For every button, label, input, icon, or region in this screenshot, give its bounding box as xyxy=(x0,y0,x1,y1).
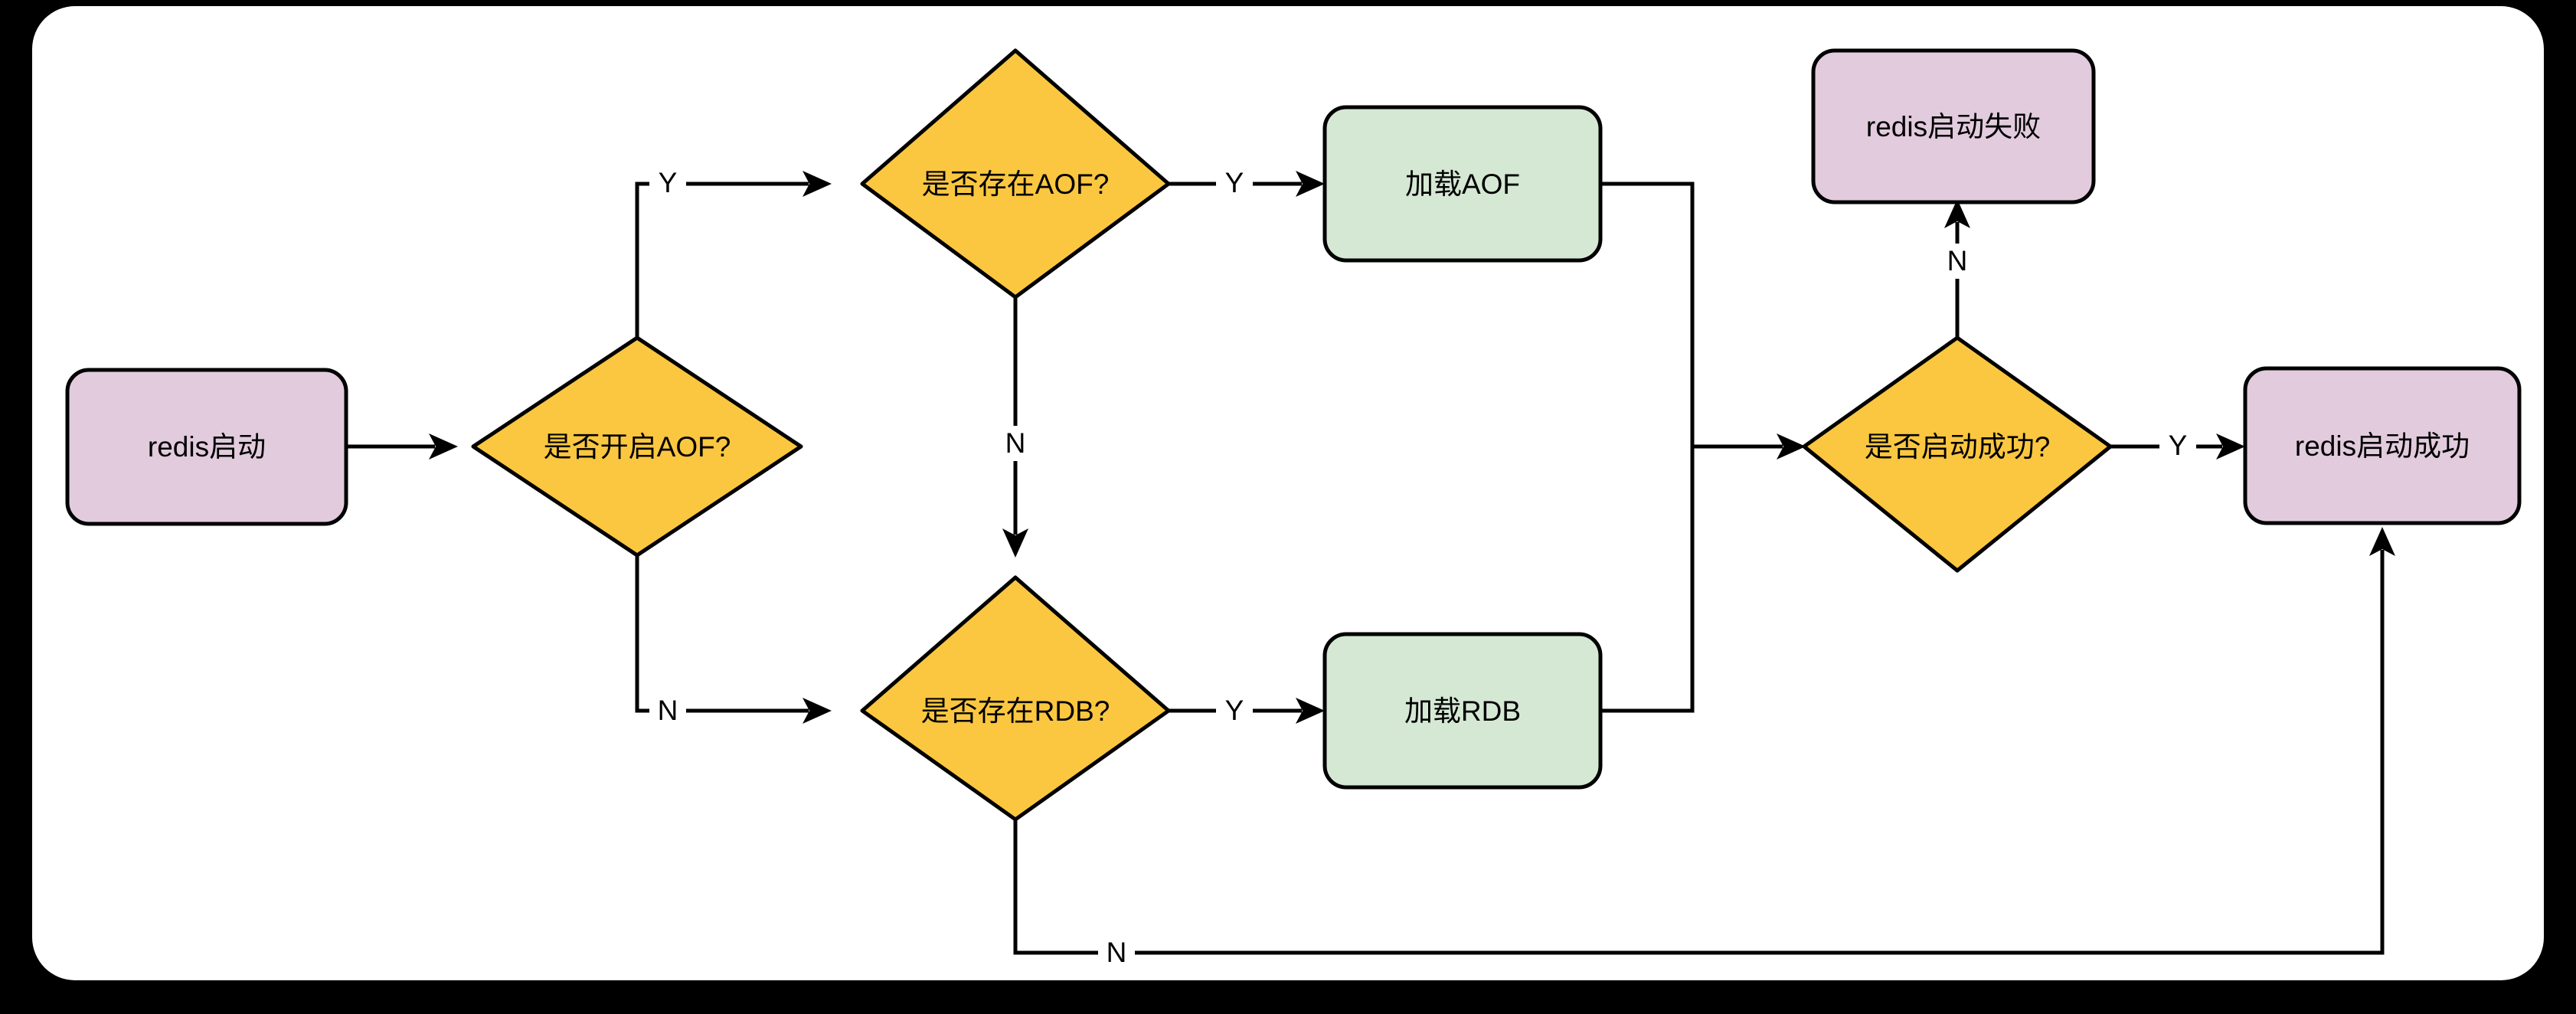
node-aof-enabled-label: 是否开启AOF? xyxy=(544,431,731,463)
node-aof-enabled[interactable]: 是否开启AOF? xyxy=(471,335,803,558)
edge-label-aof-exists-no: N xyxy=(1005,427,1026,459)
arrowhead-icon xyxy=(1002,528,1028,558)
node-load-aof[interactable]: 加载AOF xyxy=(1322,105,1603,263)
label-backdrop xyxy=(1216,692,1253,728)
node-rdb-exists[interactable]: 是否存在RDB? xyxy=(860,575,1171,822)
edge-load-aof-to-start-ok xyxy=(1600,182,1806,460)
node-load-aof-shape[interactable] xyxy=(1322,105,1603,263)
node-aof-exists[interactable]: 是否存在AOF? xyxy=(860,48,1171,299)
edge-load-rdb-to-start-ok xyxy=(1600,446,1695,713)
arrowhead-icon xyxy=(2216,433,2245,460)
edge-label-aof-exists-yes: Y xyxy=(1225,167,1244,198)
node-aof-exists-shape[interactable] xyxy=(860,48,1171,299)
node-start-label: redis启动 xyxy=(148,431,266,463)
edge-label-rdb-exists-no: N xyxy=(1107,937,1127,968)
node-start-ok-label: 是否启动成功? xyxy=(1865,431,2051,463)
arrowhead-icon xyxy=(429,433,458,460)
label-backdrop xyxy=(997,426,1034,461)
edge-label-start-ok-no: N xyxy=(1947,245,1968,276)
edge-aof-exists-yes: Y xyxy=(1169,165,1325,201)
node-fail[interactable]: redis启动失败 xyxy=(1811,48,2096,204)
edge-label-aof-enabled-yes: Y xyxy=(659,167,678,198)
edge-start-to-aof-enabled xyxy=(346,433,458,460)
arrowhead-icon xyxy=(1296,698,1325,724)
node-start[interactable]: redis启动 xyxy=(65,368,348,526)
arrowhead-icon xyxy=(803,698,832,724)
node-load-rdb-label: 加载RDB xyxy=(1404,695,1521,727)
node-aof-exists-label: 是否存在AOF? xyxy=(922,168,1110,200)
node-success-shape[interactable] xyxy=(2243,366,2522,525)
edge-label-aof-enabled-no: N xyxy=(658,695,678,726)
arrowhead-icon xyxy=(1944,199,1970,228)
edge-start-ok-no: N xyxy=(1939,199,1976,338)
node-success-label: redis启动成功 xyxy=(2295,430,2470,462)
edge-label-rdb-exists-yes: Y xyxy=(1225,695,1244,726)
edge-start-ok-yes: Y xyxy=(2110,428,2245,463)
label-backdrop xyxy=(649,692,686,728)
node-load-rdb[interactable]: 加载RDB xyxy=(1322,632,1603,790)
node-fail-label: redis启动失败 xyxy=(1866,111,2041,142)
node-success[interactable]: redis启动成功 xyxy=(2243,366,2522,525)
label-backdrop xyxy=(1939,244,1976,279)
node-rdb-exists-label: 是否存在RDB? xyxy=(921,695,1110,727)
label-backdrop xyxy=(2159,428,2196,463)
edge-rdb-exists-yes: Y xyxy=(1169,692,1325,728)
diagram-canvas: Y N Y N xyxy=(32,6,2544,980)
edge-aof-exists-no: N xyxy=(997,297,1034,558)
edge-aof-enabled-no: N xyxy=(635,555,832,728)
label-backdrop xyxy=(1216,165,1253,201)
node-load-rdb-shape[interactable] xyxy=(1322,632,1603,790)
label-backdrop xyxy=(1098,934,1135,970)
node-load-aof-label: 加载AOF xyxy=(1405,168,1520,200)
arrowhead-icon xyxy=(1777,433,1806,460)
edge-rdb-exists-no: N xyxy=(1013,527,2395,970)
node-start-ok-shape[interactable] xyxy=(1802,335,2113,573)
arrowhead-icon xyxy=(803,171,832,197)
node-start-shape[interactable] xyxy=(65,368,348,526)
node-fail-shape[interactable] xyxy=(1811,48,2096,204)
edge-aof-enabled-yes: Y xyxy=(635,165,832,338)
arrowhead-icon xyxy=(2369,527,2395,556)
label-backdrop xyxy=(649,165,686,201)
flowchart-svg: Y N Y N xyxy=(65,48,2522,970)
node-start-ok[interactable]: 是否启动成功? xyxy=(1802,335,2113,573)
arrowhead-icon xyxy=(1296,171,1325,197)
node-aof-enabled-shape[interactable] xyxy=(471,335,803,558)
node-rdb-exists-shape[interactable] xyxy=(860,575,1171,822)
edge-label-start-ok-yes: Y xyxy=(2169,430,2188,461)
